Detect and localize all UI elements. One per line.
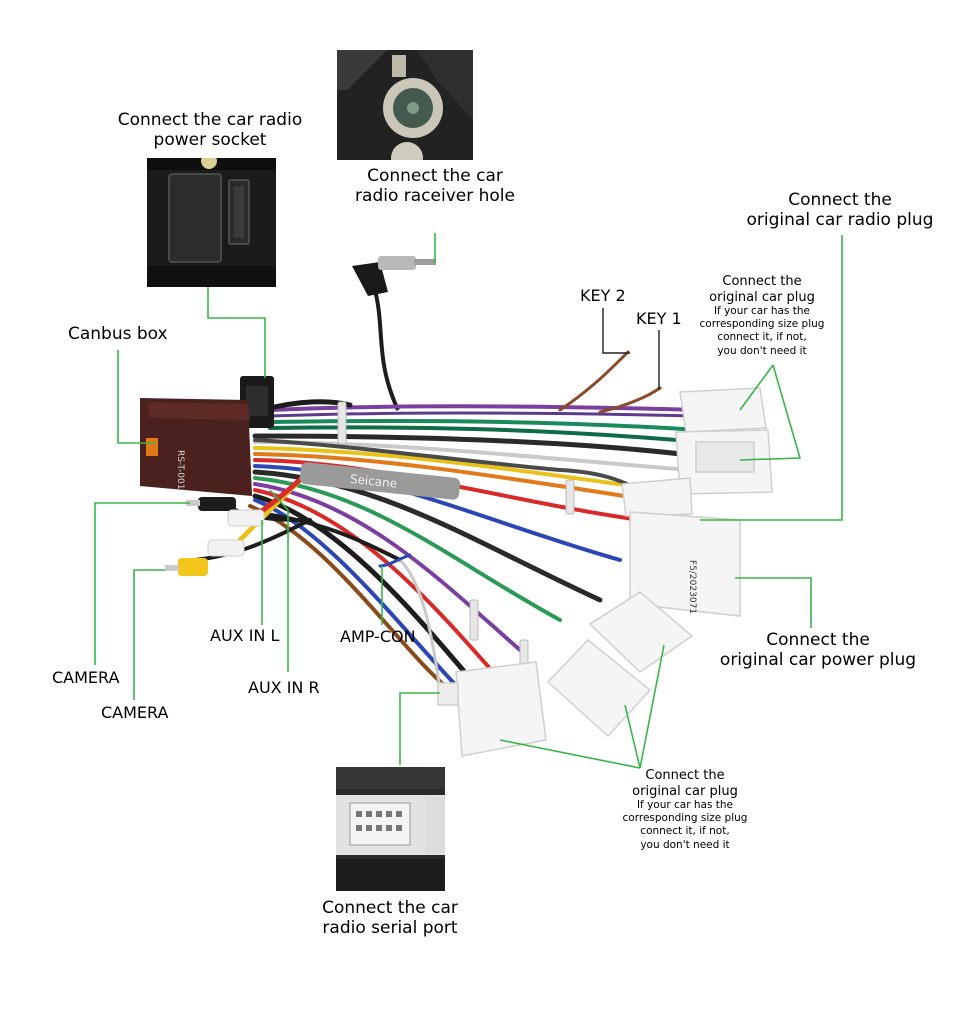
brand-tape-text: Seicane	[349, 472, 397, 491]
amp-con-label: AMP-CON	[340, 627, 416, 646]
aux-in-r-label: AUX IN R	[248, 678, 320, 697]
leader-lines	[94, 233, 843, 769]
camera-label-1: CAMERA	[52, 668, 120, 687]
aux-in-l-label: AUX IN L	[210, 626, 280, 645]
antenna-plug-icon	[352, 256, 436, 296]
power-connector-tag-text: F5/2023071	[687, 560, 697, 614]
key2-label: KEY 2	[580, 286, 626, 305]
canbus-box-icon: RS-T-001	[140, 398, 252, 496]
serial-port-photo	[336, 767, 445, 891]
camera-label-2: CAMERA	[101, 703, 169, 722]
canbus-label: Canbus box	[68, 324, 168, 344]
car-plug-bottom-label: Connect the original car plug If your ca…	[622, 768, 748, 851]
power-socket-photo	[147, 158, 276, 287]
antenna-socket-photo	[337, 50, 473, 160]
key1-label: KEY 1	[636, 309, 682, 328]
canbus-model-text: RS-T-001	[175, 450, 185, 490]
rca-plug-icon	[165, 497, 265, 576]
car-plug-top-label: Connect the original car plug If your ca…	[699, 274, 825, 357]
